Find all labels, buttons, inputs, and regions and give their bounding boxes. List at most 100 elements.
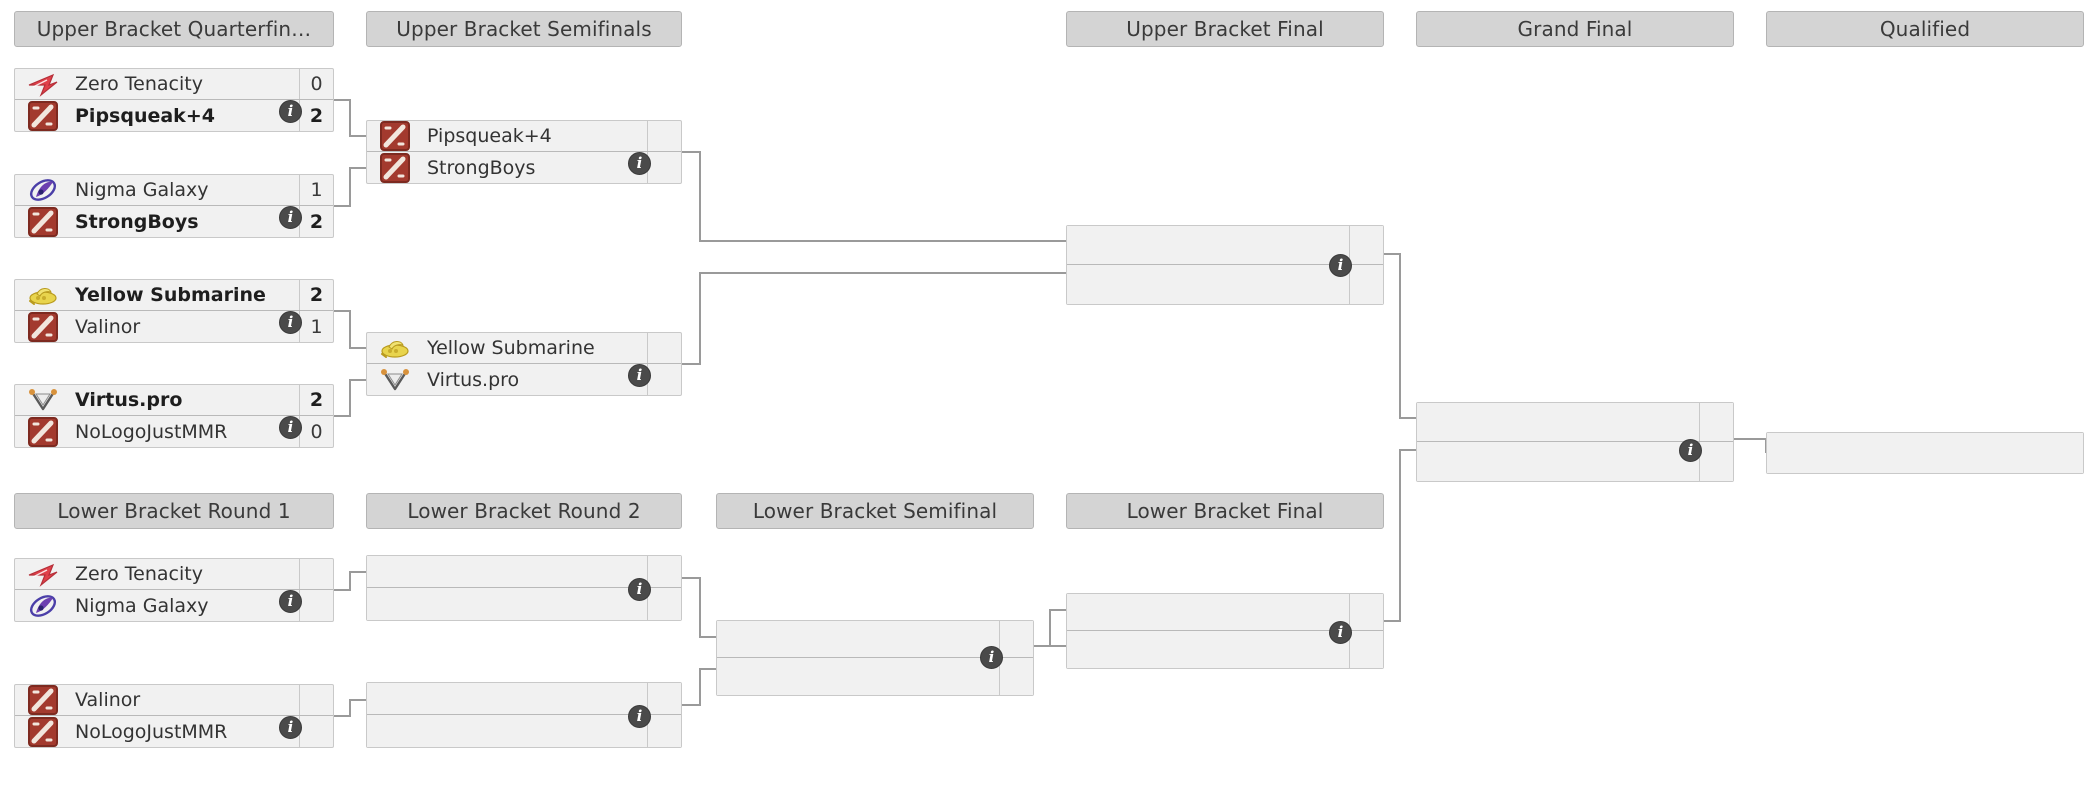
match-row[interactable]: Zero Tenacity — [15, 559, 333, 590]
team-name: Virtus.pro — [75, 389, 183, 411]
team-score — [299, 559, 333, 589]
match-row[interactable] — [1067, 226, 1383, 265]
team-name: Valinor — [75, 689, 141, 711]
yellow-submarine-logo-icon — [27, 280, 61, 310]
virtus-pro-logo-icon — [27, 385, 61, 415]
info-icon[interactable]: i — [279, 311, 302, 334]
round-header-qualified[interactable]: Qualified — [1766, 11, 2084, 47]
match-row[interactable]: Valinor — [15, 685, 333, 716]
match-row[interactable]: Pipsqueak+4 — [367, 121, 681, 152]
team-name: StrongBoys — [75, 210, 199, 233]
connector-c6 — [682, 272, 1066, 365]
team-score — [647, 683, 681, 714]
info-icon[interactable]: i — [1329, 621, 1352, 644]
team-name: Yellow Submarine — [427, 337, 595, 359]
info-icon[interactable]: i — [279, 590, 302, 613]
blank-logo-icon — [379, 684, 413, 714]
connector-c1 — [334, 99, 366, 137]
team-score — [999, 658, 1033, 695]
info-icon[interactable]: i — [1329, 254, 1352, 277]
round-header-grand-final[interactable]: Grand Final — [1416, 11, 1734, 47]
match-row[interactable] — [1417, 403, 1733, 442]
team-score — [647, 152, 681, 183]
team-score: 2 — [299, 100, 333, 131]
team-name: Zero Tenacity — [75, 73, 203, 95]
team-score: 1 — [299, 175, 333, 205]
round-header-lb-final[interactable]: Lower Bracket Final — [1066, 493, 1384, 529]
virtus-pro-logo-icon — [379, 365, 413, 395]
team-score — [1699, 403, 1733, 441]
team-score — [1699, 442, 1733, 481]
round-header-ub-final[interactable]: Upper Bracket Final — [1066, 11, 1384, 47]
blank-logo-icon — [379, 589, 413, 619]
info-icon[interactable]: i — [980, 646, 1003, 669]
round-header-ub-qf[interactable]: Upper Bracket Quarterfin… — [14, 11, 334, 47]
match-qual[interactable] — [1766, 432, 2084, 474]
connector-c8 — [1384, 449, 1416, 622]
dota-default-logo-icon — [379, 121, 413, 151]
team-name: Yellow Submarine — [75, 284, 266, 306]
match-row[interactable]: Yellow Submarine — [367, 333, 681, 364]
dota-default-logo-icon — [27, 101, 61, 131]
blank-logo-icon — [1429, 447, 1463, 477]
match-row[interactable]: Virtus.pro 2 — [15, 385, 333, 416]
team-score — [1349, 631, 1383, 668]
team-name: Pipsqueak+4 — [75, 104, 215, 127]
connector-c9 — [1734, 438, 1767, 453]
team-score — [1349, 226, 1383, 264]
info-icon[interactable]: i — [279, 100, 302, 123]
info-icon[interactable]: i — [279, 716, 302, 739]
team-score — [647, 364, 681, 395]
dota-default-logo-icon — [27, 417, 61, 447]
round-header-lb-r1[interactable]: Lower Bracket Round 1 — [14, 493, 334, 529]
team-name: Zero Tenacity — [75, 563, 203, 585]
info-icon[interactable]: i — [279, 416, 302, 439]
blank-logo-icon — [1079, 270, 1113, 300]
team-score: 2 — [299, 206, 333, 237]
round-header-ub-sf[interactable]: Upper Bracket Semifinals — [366, 11, 682, 47]
round-header-lb-r2[interactable]: Lower Bracket Round 2 — [366, 493, 682, 529]
team-score — [647, 556, 681, 587]
connector-c4 — [334, 379, 366, 417]
info-icon[interactable]: i — [628, 705, 651, 728]
blank-logo-icon — [729, 662, 763, 692]
team-score: 2 — [299, 385, 333, 415]
info-icon[interactable]: i — [628, 364, 651, 387]
team-name: Pipsqueak+4 — [427, 125, 552, 147]
blank-logo-icon — [1079, 635, 1113, 665]
info-icon[interactable]: i — [279, 206, 302, 229]
team-name: NoLogoJustMMR — [75, 420, 228, 443]
blank-logo-icon — [379, 557, 413, 587]
match-ubf[interactable] — [1066, 225, 1384, 305]
blank-logo-icon — [1779, 438, 1813, 468]
zero-tenacity-logo-icon — [27, 559, 61, 589]
nigma-galaxy-logo-icon — [26, 175, 61, 205]
team-score — [647, 715, 681, 747]
connector-c3 — [334, 310, 366, 349]
zero-tenacity-logo-icon — [27, 69, 61, 99]
team-score — [647, 588, 681, 620]
match-row[interactable] — [717, 658, 1033, 695]
info-icon[interactable]: i — [628, 152, 651, 175]
team-score — [999, 621, 1033, 657]
blank-logo-icon — [1429, 407, 1463, 437]
info-icon[interactable]: i — [628, 578, 651, 601]
round-header-lb-sf[interactable]: Lower Bracket Semifinal — [716, 493, 1034, 529]
connector-c7 — [1384, 253, 1416, 419]
blank-logo-icon — [1079, 230, 1113, 260]
info-icon[interactable]: i — [1679, 439, 1702, 462]
match-row[interactable] — [1767, 433, 2083, 473]
dota-default-logo-icon — [27, 685, 61, 715]
connector-c12 — [682, 577, 716, 638]
